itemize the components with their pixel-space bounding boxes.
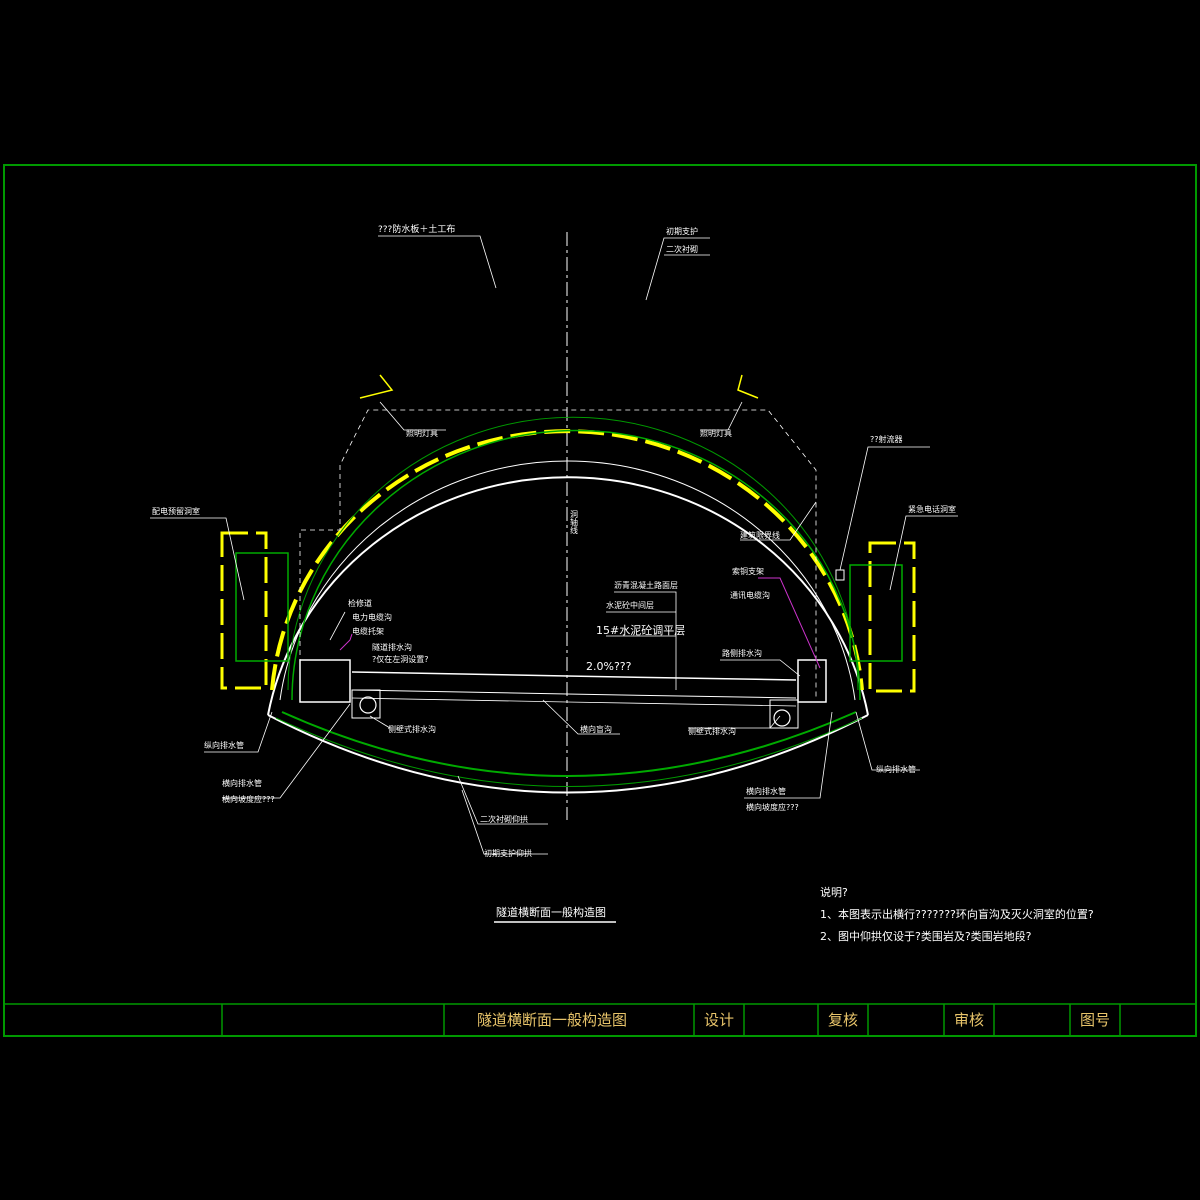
road-base (351, 689, 797, 699)
label-invert-lining: 二次衬砌仰拱 (480, 814, 528, 824)
secondary-lining-line (287, 416, 859, 691)
title-block-drawing-name: 隧道横断面一般构造图 (477, 1011, 627, 1029)
label-waterproof: ???防水板＋土工布 (378, 223, 455, 235)
leader-lines (150, 235, 958, 855)
accent-leader-left (339, 633, 353, 651)
label-drain-right: 路侧排水沟 (722, 648, 762, 658)
notes-heading: 说明? (820, 885, 848, 899)
centerline-label: 洞轴线 (570, 509, 579, 534)
niche-left-outline (220, 531, 268, 690)
label-leveling: 15#水泥砼调平层 (596, 624, 685, 637)
label-side-ditch: 隧道排水沟 (372, 642, 412, 652)
label-cross-pipe-right: 横向排水管 (746, 786, 786, 796)
accent-leader-right (758, 577, 821, 669)
label-fan: ??射流器 (870, 434, 903, 444)
road-base-2 (351, 697, 797, 707)
label-cement-mid: 水泥砼中间层 (606, 600, 654, 610)
label-shallow-drain-left: 侧壁式排水沟 (388, 724, 436, 734)
niche-left-inner (235, 552, 289, 662)
label-emergency-niche-right: 紧急电话洞室 (908, 504, 956, 514)
road-surface (351, 671, 797, 681)
title-block-design: 设计 (704, 1011, 734, 1029)
label-secondary-lining: 二次衬砌 (666, 244, 698, 254)
label-cross-slope-right: 横向坡度应??? (746, 802, 799, 812)
title-block-check: 复核 (828, 1011, 858, 1029)
label-shallow-drain-right: 侧壁式排水沟 (688, 726, 736, 736)
label-cable-niche-left: 配电预留洞室 (152, 506, 200, 516)
title-block: 隧道横断面一般构造图 设计 复核 审核 图号 (4, 1003, 1196, 1036)
ditch-right (769, 699, 799, 729)
drawing-frame (3, 164, 1197, 1037)
invert-primary (275, 717, 863, 787)
label-clearance: 建筑限界线 (740, 530, 780, 540)
label-slope: 2.0%??? (586, 660, 632, 673)
drain-pipe-right (773, 709, 791, 727)
notes-item-2: 2、图中仰拱仅设于?类围岩及?类围岩地段? (820, 929, 1032, 943)
label-cross-pipe-left: 横向排水管 (222, 778, 262, 788)
ditch-left (351, 689, 381, 719)
label-longi-pipe-right: 纵向排水管 (876, 764, 916, 774)
notes-item-1: 1、本图表示出横行???????环向盲沟及灭火洞室的位置? (820, 907, 1094, 921)
drain-pipe-left (359, 696, 377, 714)
excavation-outline (267, 476, 869, 716)
label-comm-duct: 通讯电缆沟 (730, 590, 770, 600)
label-maintenance-walk: 检修道 (348, 598, 372, 608)
label-light-right: 照明灯具 (700, 428, 732, 438)
label-light-left: 照明灯具 (406, 428, 438, 438)
label-comm-cable: 电缆托架 (352, 626, 384, 636)
title-block-number: 图号 (1080, 1011, 1110, 1029)
label-hanger: 索铜支架 (732, 566, 764, 576)
fan-unit (835, 569, 845, 581)
invert-secondary (281, 711, 857, 777)
outline-inner (279, 460, 856, 701)
niche-right-outline (868, 541, 916, 693)
label-invert-support: 初期支护仰拱 (484, 848, 532, 858)
walkway-left (299, 659, 351, 703)
invert-outer (267, 714, 869, 794)
secondary-lining-inner (291, 429, 861, 701)
drawing-title: 隧道横断面一般构造图 (496, 905, 606, 919)
label-primary-support: 初期支护 (666, 226, 698, 236)
label-side-ditch-note: ?仅在左洞设置? (372, 654, 429, 664)
label-power-cable: 电力电缆沟 (352, 612, 392, 622)
niche-right-inner (849, 564, 903, 662)
label-asphalt: 沥青混凝土路面层 (614, 580, 678, 590)
label-longi-pipe-left: 纵向排水管 (204, 740, 244, 750)
lamp-left (359, 374, 394, 399)
lamp-right (737, 374, 759, 399)
label-blind-drain: 横向盲沟 (580, 724, 612, 734)
walkway-right (797, 659, 827, 703)
title-block-review: 审核 (954, 1011, 984, 1029)
label-cross-slope-left: 横向坡度应??? (222, 794, 275, 804)
